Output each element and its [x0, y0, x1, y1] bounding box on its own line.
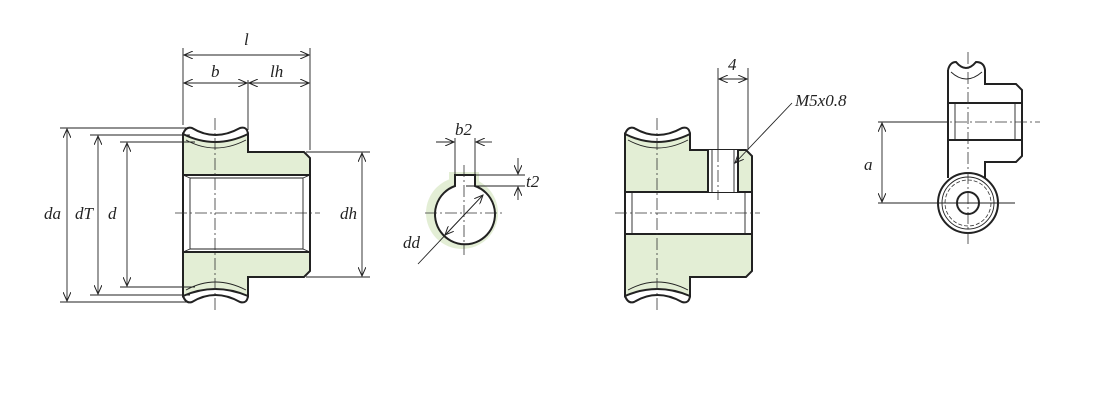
label-lh: lh [270, 62, 283, 81]
label-d: d [108, 204, 117, 223]
label-4: 4 [728, 55, 737, 74]
label-t2: t2 [526, 172, 540, 191]
label-l: l [244, 30, 249, 49]
label-dh: dh [340, 204, 357, 223]
keyway-view: b2 t2 dd [403, 120, 540, 265]
label-dd: dd [403, 233, 421, 252]
gear-section-view: l b lh da dT d dh [44, 30, 370, 310]
side-view: a [864, 52, 1040, 245]
label-thread: M5x0.8 [794, 91, 847, 110]
label-b2: b2 [455, 120, 473, 139]
label-dT: dT [75, 204, 95, 223]
label-da: da [44, 204, 61, 223]
label-a: a [864, 155, 873, 174]
setscrew-section-view: 4 M5x0.8 [615, 55, 847, 310]
label-b: b [211, 62, 220, 81]
